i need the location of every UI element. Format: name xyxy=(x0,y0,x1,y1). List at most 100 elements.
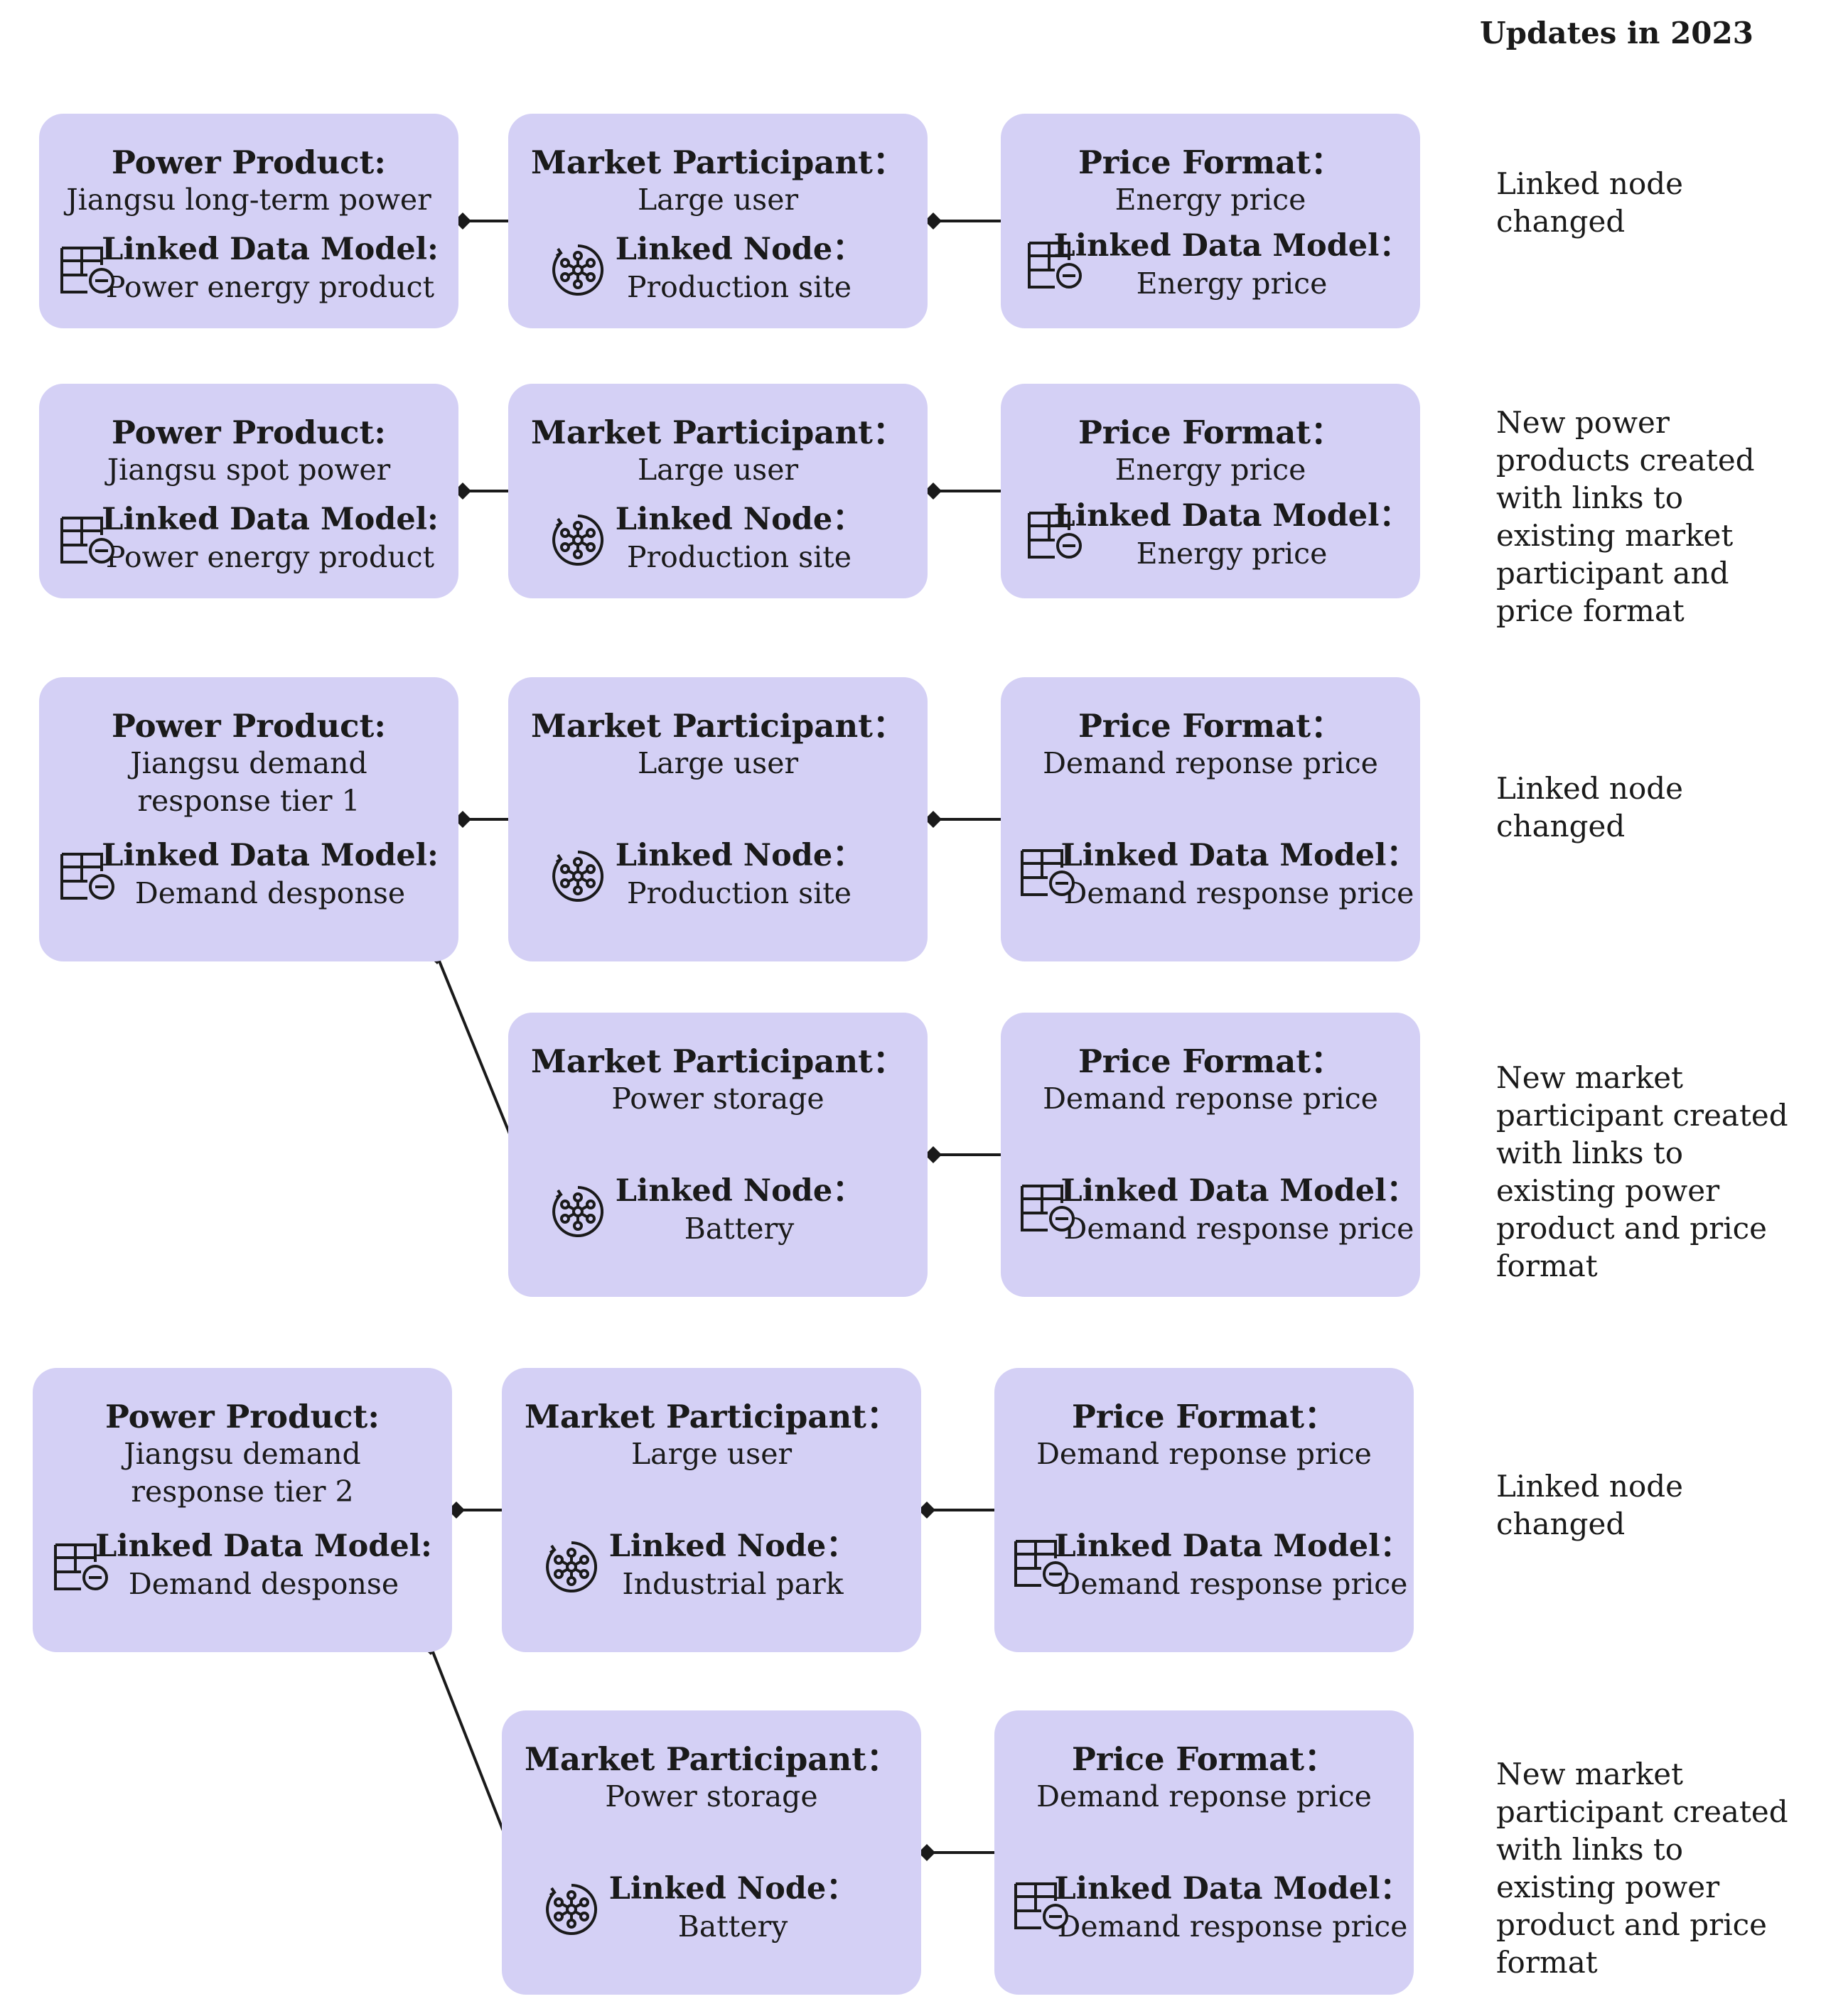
price-value: Demand reponse price xyxy=(1036,1437,1372,1471)
node-label: Linked Node： xyxy=(615,1173,864,1209)
connector-product-participant xyxy=(436,955,520,1155)
price-model-value: Demand response price xyxy=(1063,1212,1414,1246)
product-model-value: Power energy product xyxy=(105,270,435,304)
product-title: Power Product: xyxy=(112,707,386,745)
product-model-label: Linked Data Model: xyxy=(102,838,439,873)
price-model-label: Linked Data Model： xyxy=(1060,1173,1417,1209)
participant-title: Market Participant： xyxy=(531,1042,905,1080)
network-node-icon xyxy=(544,1540,598,1594)
table-minus-icon xyxy=(59,245,116,296)
price-title: Price Format： xyxy=(1078,707,1343,745)
participant-title: Market Participant： xyxy=(525,1740,898,1778)
price-model-value: Demand response price xyxy=(1063,876,1414,910)
price-model-value: Demand response price xyxy=(1057,1909,1408,1944)
price-title: Price Format： xyxy=(1071,1398,1337,1435)
product-model-value: Demand desponse xyxy=(128,1567,399,1601)
table-minus-icon xyxy=(1026,240,1083,291)
participant-value: Power storage xyxy=(611,1082,824,1116)
participant-value: Large user xyxy=(637,746,799,780)
participant-value: Power storage xyxy=(605,1779,818,1813)
price-model-label: Linked Data Model： xyxy=(1054,1529,1411,1564)
node-value: Battery xyxy=(684,1212,795,1246)
product-value: Jiangsu demand response tier 2 xyxy=(124,1437,361,1509)
price-model-label: Linked Data Model： xyxy=(1060,838,1417,873)
update-note: Linked node changed xyxy=(1496,771,1683,843)
product-model-label: Linked Data Model: xyxy=(102,232,439,267)
network-node-icon xyxy=(551,1185,605,1239)
price-value: Demand reponse price xyxy=(1036,1779,1372,1813)
participant-value: Large user xyxy=(630,1437,793,1471)
product-model-label: Linked Data Model: xyxy=(102,502,439,537)
product-model-value: Power energy product xyxy=(105,540,435,574)
node-value: Production site xyxy=(626,270,852,304)
table-minus-icon xyxy=(1013,1881,1070,1932)
update-note: New power products created with links to… xyxy=(1496,405,1755,628)
price-title: Price Format： xyxy=(1071,1740,1337,1778)
product-title: Power Product: xyxy=(112,414,386,451)
product-model-value: Demand desponse xyxy=(134,876,406,910)
network-node-icon xyxy=(551,243,605,297)
table-minus-icon xyxy=(59,851,116,902)
participant-title: Market Participant： xyxy=(531,144,905,181)
price-model-label: Linked Data Model： xyxy=(1053,498,1410,534)
connector-product-participant xyxy=(429,1646,513,1853)
node-label: Linked Node： xyxy=(615,838,864,873)
node-value: Production site xyxy=(626,876,852,910)
power-product-box[interactable]: Power Product:Jiangsu demand response ti… xyxy=(33,1368,452,1652)
participant-title: Market Participant： xyxy=(531,707,905,745)
node-value: Battery xyxy=(677,1909,788,1944)
network-node-icon xyxy=(551,849,605,903)
page-header: Updates in 2023 xyxy=(1480,16,1753,50)
price-model-label: Linked Data Model： xyxy=(1053,228,1410,264)
node-label: Linked Node： xyxy=(615,502,864,537)
table-minus-icon xyxy=(53,1542,109,1593)
price-title: Price Format： xyxy=(1078,144,1343,181)
network-node-icon xyxy=(551,513,605,567)
price-title: Price Format： xyxy=(1078,414,1343,451)
price-model-value: Energy price xyxy=(1136,537,1328,571)
participant-title: Market Participant： xyxy=(531,414,905,451)
price-model-value: Demand response price xyxy=(1057,1567,1408,1601)
table-minus-icon xyxy=(1013,1538,1070,1590)
update-note: Linked node changed xyxy=(1496,1469,1683,1541)
node-value: Industrial park xyxy=(622,1567,844,1601)
product-value: Jiangsu long-term power xyxy=(66,183,431,217)
power-product-box[interactable]: Power Product:Jiangsu demand response ti… xyxy=(39,677,458,961)
update-note: New market participant created with link… xyxy=(1496,1757,1788,1980)
price-title: Price Format： xyxy=(1078,1042,1343,1080)
table-minus-icon xyxy=(1019,848,1076,899)
price-model-label: Linked Data Model： xyxy=(1054,1871,1411,1907)
price-value: Demand reponse price xyxy=(1043,1082,1378,1116)
node-label: Linked Node： xyxy=(608,1529,857,1564)
participant-title: Market Participant： xyxy=(525,1398,898,1435)
participant-value: Large user xyxy=(637,453,799,487)
product-value: Jiangsu spot power xyxy=(107,453,391,487)
update-note: New market participant created with link… xyxy=(1496,1060,1788,1283)
product-title: Power Product: xyxy=(105,1398,380,1435)
update-note: Linked node changed xyxy=(1496,166,1683,239)
table-minus-icon xyxy=(1019,1183,1076,1234)
price-value: Energy price xyxy=(1114,183,1306,217)
node-label: Linked Node： xyxy=(615,232,864,267)
product-value: Jiangsu demand response tier 1 xyxy=(130,746,367,818)
product-title: Power Product: xyxy=(112,144,386,181)
participant-value: Large user xyxy=(637,183,799,217)
price-model-value: Energy price xyxy=(1136,266,1328,301)
table-minus-icon xyxy=(59,515,116,566)
price-value: Energy price xyxy=(1114,453,1306,487)
node-label: Linked Node： xyxy=(608,1871,857,1907)
